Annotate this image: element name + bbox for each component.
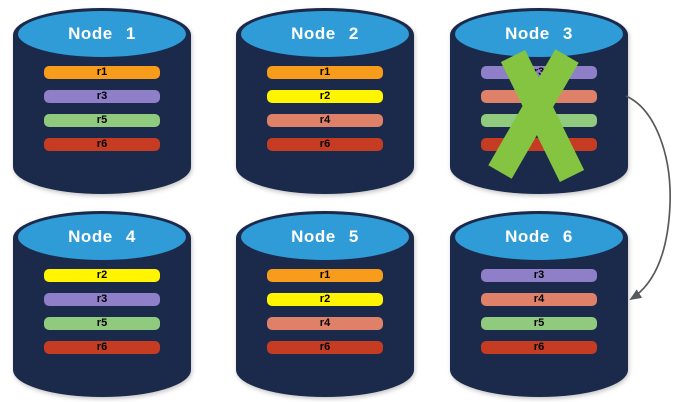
cylinder-top: Node 3: [455, 11, 623, 57]
replica-bar: r4: [267, 317, 383, 330]
replica-list: r3 r4 r5 r6: [481, 269, 597, 365]
replica-bar: r4: [481, 293, 597, 306]
node-title: Node 6: [505, 227, 573, 246]
replica-bar: r5: [481, 317, 597, 330]
node-4: Node 4 r2 r3 r5 r6: [13, 211, 191, 397]
node-title: Node 5: [291, 227, 359, 246]
replica-bar: r3: [44, 90, 160, 103]
replica-bar: r1: [44, 66, 160, 79]
replica-label: r6: [96, 138, 108, 150]
replica-bar: r6: [267, 341, 383, 354]
cylinder-top: Node 6: [455, 214, 623, 260]
cylinder-top: Node 2: [241, 11, 409, 57]
cylinder-top: Node 5: [241, 214, 409, 260]
replica-label: r3: [533, 66, 545, 78]
replica-bar: r2: [267, 293, 383, 306]
replica-label: r6: [533, 341, 545, 353]
replica-list: r1 r2 r4 r6: [267, 66, 383, 162]
replica-label: r1: [319, 269, 331, 281]
replica-label: r4: [533, 293, 545, 305]
replica-label: r2: [96, 269, 108, 281]
replica-list: r1 r2 r4 r6: [267, 269, 383, 365]
replica-bar: r3: [481, 269, 597, 282]
replica-list: r1 r3 r5 r6: [44, 66, 160, 162]
node-2: Node 2 r1 r2 r4 r6: [236, 8, 414, 194]
replica-list: r3: [481, 66, 597, 162]
replica-bar: [481, 138, 597, 151]
node-3: Node 3 r3: [450, 8, 628, 194]
replica-label: r3: [96, 293, 108, 305]
replica-label: r3: [96, 90, 108, 102]
replica-bar: r2: [44, 269, 160, 282]
replica-label: r6: [319, 341, 331, 353]
replica-bar: r6: [481, 341, 597, 354]
replica-bar: [481, 90, 597, 103]
replica-label: r1: [319, 66, 331, 78]
replica-label: r1: [96, 66, 108, 78]
replica-label: r4: [319, 114, 331, 126]
replica-bar: r6: [44, 341, 160, 354]
node-title: Node 1: [68, 24, 136, 43]
node-title: Node 3: [505, 24, 573, 43]
node-1: Node 1 r1 r3 r5 r6: [13, 8, 191, 194]
replica-list: r2 r3 r5 r6: [44, 269, 160, 365]
replica-bar: r3: [481, 66, 597, 79]
replica-label: r2: [319, 293, 331, 305]
replica-bar: r1: [267, 269, 383, 282]
replica-label: r5: [96, 317, 108, 329]
replica-label: r6: [96, 341, 108, 353]
node-5: Node 5 r1 r2 r4 r6: [236, 211, 414, 397]
replica-label: r5: [96, 114, 108, 126]
replica-bar: r5: [44, 114, 160, 127]
replica-bar: r3: [44, 293, 160, 306]
replica-label: r6: [319, 138, 331, 150]
replica-bar: r1: [267, 66, 383, 79]
replica-bar: r2: [267, 90, 383, 103]
replica-bar: r5: [44, 317, 160, 330]
replica-bar: r6: [44, 138, 160, 151]
replica-label: r2: [319, 90, 331, 102]
replica-label: r4: [319, 317, 331, 329]
node-title: Node 2: [291, 24, 359, 43]
replica-bar: r6: [267, 138, 383, 151]
replica-label: r5: [533, 317, 545, 329]
replica-label: r3: [533, 269, 545, 281]
cylinder-top: Node 4: [18, 214, 186, 260]
node-6: Node 6 r3 r4 r5 r6: [450, 211, 628, 397]
replica-bar: r4: [267, 114, 383, 127]
replica-bar: [481, 114, 597, 127]
cylinder-top: Node 1: [18, 11, 186, 57]
node-title: Node 4: [68, 227, 136, 246]
